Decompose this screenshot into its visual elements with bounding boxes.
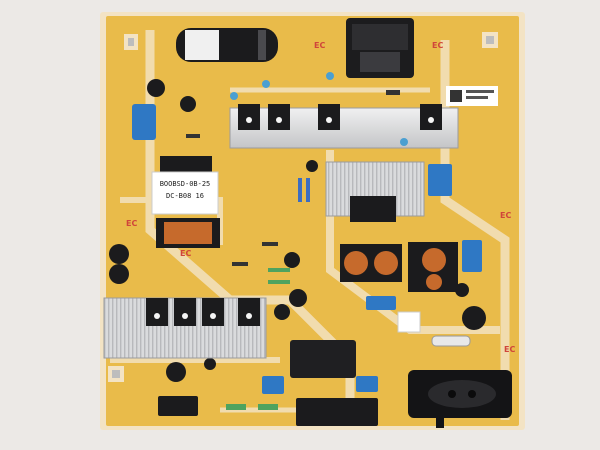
resistors-and-diodes (186, 72, 408, 410)
heatsink-upper (229, 104, 459, 149)
silkscreen-ec-4: EC (180, 249, 191, 258)
common-mode-chokes (340, 242, 458, 292)
output-connectors (158, 396, 378, 426)
x-capacitor-left (132, 104, 156, 140)
inductor-top (346, 18, 414, 78)
silkscreen-ec-6: EC (504, 345, 515, 354)
transformer-label-line2: DC-B08 16 (166, 192, 204, 200)
main-transformer: BOOBSD-0B-25 DC-B08 16 (151, 156, 220, 248)
heatsink-lower (103, 297, 267, 359)
silkscreen-ec-5: EC (500, 211, 511, 220)
white-relay (397, 311, 421, 333)
blue-film-capacitors (136, 120, 482, 394)
bulk-capacitor-top (176, 28, 278, 62)
heatsink-middle (325, 161, 425, 222)
silkscreen-ec-3: EC (126, 219, 137, 228)
fuse (431, 335, 471, 347)
transformer-label-line1: BOOBSD-0B-25 (160, 180, 211, 188)
lower-center-module (290, 340, 356, 378)
silkscreen-ec-1: EC (314, 41, 325, 50)
ac-power-inlet (408, 370, 512, 428)
barcode-label (446, 86, 498, 106)
silkscreen-ec-2: EC (432, 41, 443, 50)
mounting-pads (108, 32, 498, 382)
small-electrolytic-capacitors (109, 79, 486, 382)
